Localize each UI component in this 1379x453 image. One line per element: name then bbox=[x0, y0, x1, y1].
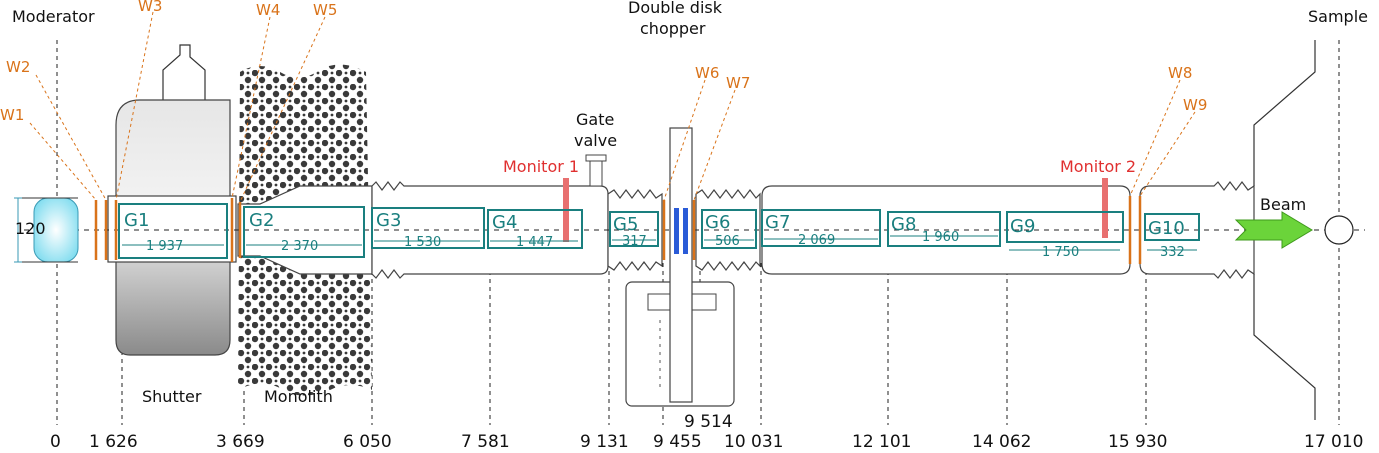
sample-label: Sample bbox=[1308, 7, 1368, 26]
chopper-label-line2: chopper bbox=[640, 19, 706, 38]
position-label: 0 bbox=[50, 432, 61, 449]
moderator-label: Moderator bbox=[12, 7, 95, 26]
window-label: W5 bbox=[313, 1, 337, 19]
window-label: W9 bbox=[1183, 96, 1207, 114]
guide-length: 332 bbox=[1160, 245, 1185, 260]
window-label: W3 bbox=[138, 0, 162, 15]
window-label: W6 bbox=[695, 64, 719, 82]
chopper-label-line1: Double disk bbox=[628, 0, 723, 17]
sample-target bbox=[1324, 215, 1354, 245]
monitor-2-label: Monitor 2 bbox=[1060, 157, 1136, 176]
window-label: W4 bbox=[256, 1, 280, 19]
position-label: 3 669 bbox=[216, 432, 265, 449]
monitor-2-mark bbox=[1102, 178, 1108, 238]
position-label: 10 031 bbox=[724, 432, 783, 449]
guide-name: G8 bbox=[891, 214, 916, 235]
position-label: 14 062 bbox=[972, 432, 1031, 449]
window-leaders bbox=[29, 11, 1196, 203]
guide-name: G7 bbox=[765, 212, 790, 233]
position-axis: 0 1 626 3 669 6 050 7 581 9 131 9 455 10… bbox=[50, 432, 1363, 452]
window-label: W1 bbox=[0, 106, 24, 124]
position-label: 6 050 bbox=[343, 432, 392, 449]
monolith-label: Monolith bbox=[264, 387, 333, 406]
guide-name: G4 bbox=[492, 212, 517, 233]
guide-length: 1 750 bbox=[1042, 245, 1079, 260]
height-label: 120 bbox=[15, 219, 46, 238]
gate-valve-label-line2: valve bbox=[574, 131, 617, 150]
guide-length: 1 937 bbox=[146, 239, 183, 254]
position-label: 1 626 bbox=[89, 432, 138, 449]
sample-shield bbox=[1253, 40, 1316, 420]
chopper-dimension: 9 514 bbox=[684, 412, 733, 432]
guide-name: G1 bbox=[124, 210, 149, 231]
beam-arrow bbox=[1234, 211, 1313, 249]
gate-valve-label-line1: Gate bbox=[576, 110, 614, 129]
gate-valve bbox=[585, 154, 607, 187]
guide-length: 1 530 bbox=[404, 235, 441, 250]
guide-name: G9 bbox=[1010, 216, 1035, 237]
chopper-housing bbox=[625, 127, 735, 407]
window-marks bbox=[94, 196, 1142, 264]
monitor-1-label: Monitor 1 bbox=[503, 157, 579, 176]
guide-length: 2 069 bbox=[798, 233, 835, 248]
guide-name: G3 bbox=[376, 210, 401, 231]
guide-dim-lines bbox=[122, 235, 1197, 251]
guide-name: G6 bbox=[705, 212, 730, 233]
shutter-label: Shutter bbox=[142, 387, 202, 406]
guide-length: 506 bbox=[715, 234, 740, 249]
guide-length: 317 bbox=[622, 234, 647, 249]
position-label: 9 131 bbox=[580, 432, 629, 449]
guide-length: 1 960 bbox=[922, 230, 959, 245]
position-label: 12 101 bbox=[852, 432, 911, 449]
position-label: 15 930 bbox=[1108, 432, 1167, 449]
window-label: W2 bbox=[6, 58, 30, 76]
window-label: W8 bbox=[1168, 64, 1192, 82]
guide-length: 1 447 bbox=[516, 235, 553, 250]
position-label: 7 581 bbox=[461, 432, 510, 449]
guide-length: 2 370 bbox=[281, 239, 318, 254]
guide-name: G2 bbox=[249, 210, 274, 231]
guides bbox=[118, 203, 1200, 259]
position-label: 9 455 bbox=[653, 432, 702, 449]
position-label: 17 010 bbox=[1304, 432, 1363, 449]
moderator-element bbox=[14, 197, 79, 263]
guide-name: G5 bbox=[613, 214, 638, 235]
window-label: W7 bbox=[726, 74, 750, 92]
guide-name: G10 bbox=[1148, 218, 1185, 239]
beam-label: Beam bbox=[1260, 195, 1306, 214]
